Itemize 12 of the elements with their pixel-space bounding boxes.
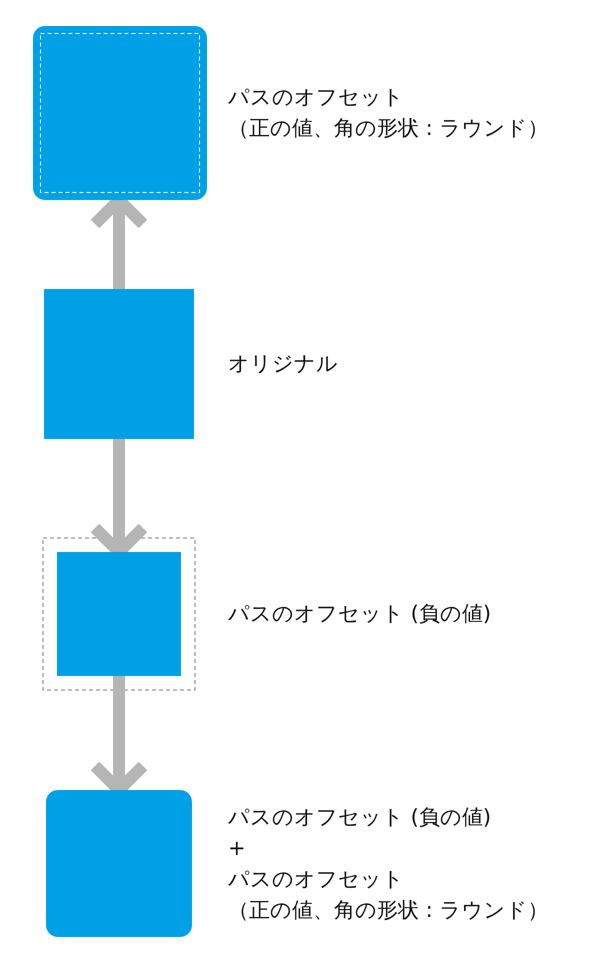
square-shape bbox=[57, 552, 181, 676]
caption-text: パスのオフセット (負の値) bbox=[228, 804, 492, 830]
caption-text: パスのオフセット bbox=[228, 84, 405, 111]
caption-text: オリジナル bbox=[228, 350, 338, 378]
caption-text: （正の値、角の形状 : ラウンド） bbox=[228, 896, 548, 924]
caption-text: + bbox=[228, 834, 247, 862]
caption-text: パスのオフセット bbox=[228, 866, 405, 892]
caption-text: （正の値、角の形状 : ラウンド） bbox=[228, 115, 548, 142]
square-shape bbox=[46, 790, 192, 937]
caption-text: パスのオフセット (負の値) bbox=[228, 600, 492, 628]
square-shape bbox=[33, 26, 207, 200]
square-shape bbox=[44, 289, 194, 439]
